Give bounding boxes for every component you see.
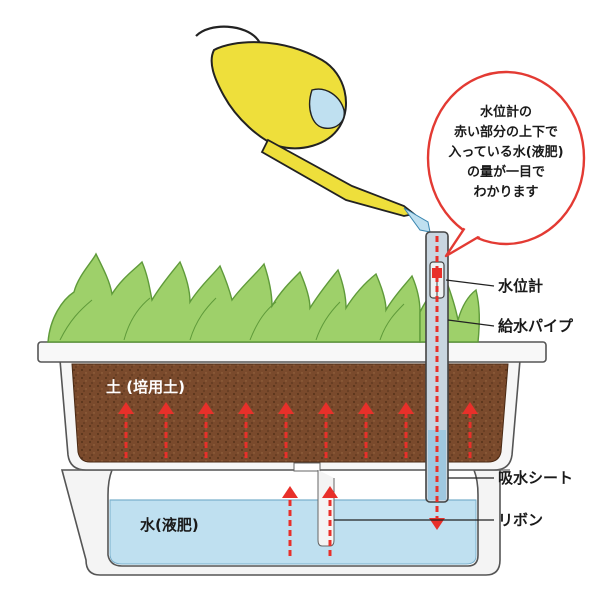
ribbon-label: リボン — [498, 511, 543, 529]
callout-line-5: わかります — [473, 185, 538, 200]
callout-line-1: 水位計の — [480, 104, 532, 120]
dashed-down-arrow-icon — [429, 236, 445, 530]
absorb-sheet-label: 吸水シート — [498, 469, 573, 487]
soil-label: 土 (培用土) — [106, 378, 185, 396]
water-arrows — [282, 236, 445, 556]
soil-box — [37, 341, 547, 471]
callout-line-2: 赤い部分の上下で — [454, 124, 558, 140]
callout-line-4: の量が一目で — [467, 164, 545, 180]
callout-line-3: 入っている水(液肥) — [448, 144, 563, 160]
water-reservoir — [60, 469, 501, 576]
dashed-up-arrow-icon — [318, 402, 334, 458]
lettuce-leaves — [47, 252, 481, 343]
dashed-up-arrow-icon — [198, 402, 214, 458]
supply-pipe-label: 給水パイプ — [498, 317, 574, 335]
dashed-up-arrow-icon — [282, 486, 298, 556]
dashed-up-arrow-icon — [358, 402, 374, 458]
soil-arrows — [118, 402, 478, 458]
dashed-up-arrow-icon — [158, 402, 174, 458]
water-gauge-label: 水位計 — [498, 277, 543, 295]
dashed-up-arrow-icon — [398, 402, 414, 458]
water-body — [109, 499, 477, 565]
dashed-up-arrow-icon — [238, 402, 254, 458]
dashed-up-arrow-icon — [462, 402, 478, 458]
callout-bubble: 水位計の 赤い部分の上下で 入っている水(液肥) の量が一目で わかります — [426, 70, 586, 258]
dashed-up-arrow-icon — [278, 402, 294, 458]
dashed-up-arrow-icon — [118, 402, 134, 458]
leader-lines — [334, 279, 495, 521]
dashed-up-arrow-icon — [322, 486, 338, 556]
water-label: 水(液肥) — [140, 516, 199, 534]
watering-can-icon — [195, 25, 431, 233]
